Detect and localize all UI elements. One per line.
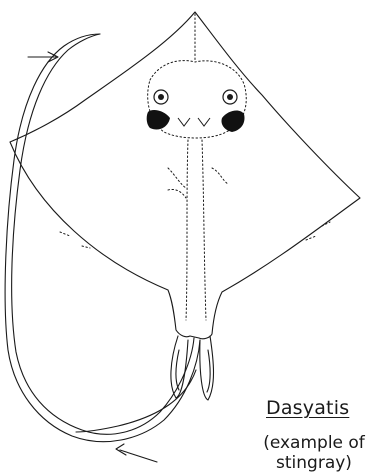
arrow-bottom: [120, 450, 157, 462]
left-clasper-inner: [176, 350, 179, 390]
spine-dotted-left: [186, 140, 188, 320]
caption: (example of stingray): [244, 433, 377, 473]
right-clasper-inner: [207, 350, 210, 392]
genus-label: Dasyatis: [266, 397, 349, 419]
disc-outline: [10, 12, 360, 339]
caption-line-2: stingray): [276, 453, 352, 473]
tail-spine: [76, 370, 196, 432]
spine-dotted-right: [202, 140, 206, 320]
snout-marks: [178, 118, 210, 126]
tail: [12, 34, 194, 434]
gill-dotted: [168, 168, 228, 198]
arrow-bottom-head: [116, 444, 126, 455]
eyes-group: [147, 90, 245, 132]
fin-mark-left: [60, 232, 90, 248]
fin-mark-right: [306, 222, 330, 240]
right-clasper: [200, 336, 214, 400]
right-spiracle-icon: [221, 111, 244, 132]
left-spiracle-icon: [147, 110, 170, 130]
caption-line-1: (example of: [263, 433, 365, 453]
